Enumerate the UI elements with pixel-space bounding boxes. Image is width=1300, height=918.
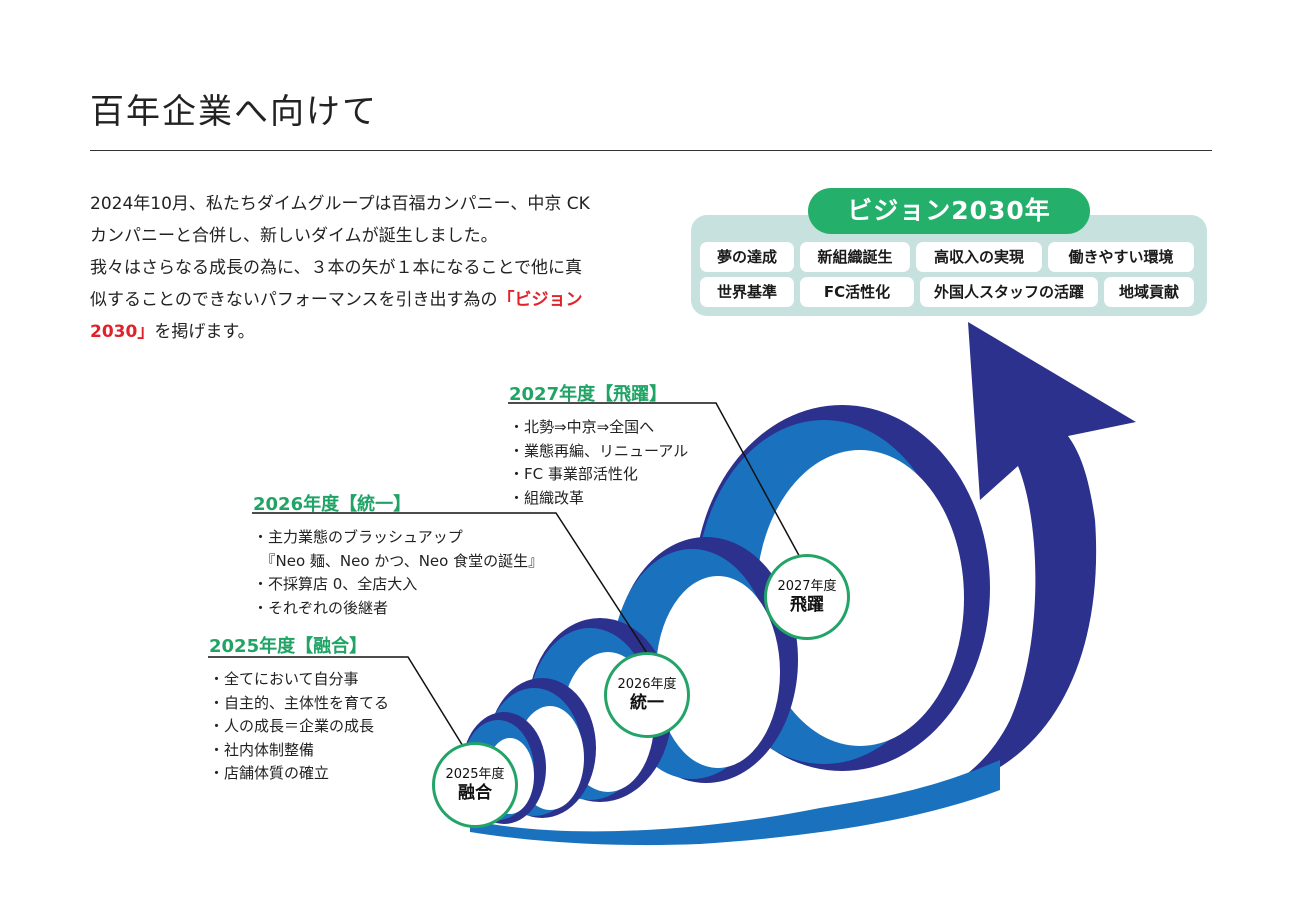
vision-goal: 働きやすい環境	[1048, 242, 1194, 272]
list-item: ・FC 事業部活性化	[509, 465, 638, 483]
intro-line-5: 2030」を掲げます。	[90, 316, 660, 348]
list-item: ・社内体制整備	[209, 740, 315, 759]
badge-2025-year: 2025年度	[445, 766, 505, 782]
list-item: ・北勢⇒中京⇒全国へ	[509, 418, 655, 436]
vision-title: ビジョン2030年	[808, 188, 1090, 234]
badge-2027: 2027年度 飛躍	[764, 554, 850, 640]
vision-goal: 外国人スタッフの活躍	[920, 277, 1098, 307]
list-item: ・自主的、主体性を育てる	[209, 693, 390, 712]
badge-2026: 2026年度 統一	[604, 652, 690, 738]
title-divider	[90, 150, 1212, 151]
badge-2026-name: 統一	[630, 692, 664, 713]
phase-2027-title: 2027年度【飛躍】	[509, 384, 668, 405]
list-item: 『Neo 麺、Neo かつ、Neo 食堂の誕生』	[253, 551, 544, 570]
list-item: ・組織改革	[509, 488, 585, 507]
list-item: ・業態再編、リニューアル	[509, 441, 689, 460]
badge-2025: 2025年度 融合	[432, 742, 518, 828]
leader-2025	[208, 656, 475, 765]
badge-2025-name: 融合	[458, 782, 492, 803]
phase-2026-list: ・主力業態のブラッシュアップ 『Neo 麺、Neo かつ、Neo 食堂の誕生』 …	[253, 526, 543, 620]
phase-2026: 2026年度【統一】 ・主力業態のブラッシュアップ 『Neo 麺、Neo かつ、…	[253, 490, 543, 620]
vision-goal: 高収入の実現	[916, 242, 1042, 272]
vision-goal: 世界基準	[700, 277, 794, 307]
leader-2027	[508, 402, 809, 573]
phase-2026-title: 2026年度【統一】	[253, 494, 412, 515]
loop-2027-inner	[756, 450, 964, 746]
list-item: ・店舗体質の確立	[209, 764, 330, 782]
intro-line-2: カンパニーと合併し、新しいダイムが誕生しました。	[90, 226, 498, 246]
intro-text: 2024年10月、私たちダイムグループは百福カンパニー、中京 CK カンパニーと…	[90, 188, 660, 348]
list-item: ・不採算店 0、全店大入	[253, 575, 418, 593]
arrow-body	[900, 322, 1136, 797]
vision-goal: FC活性化	[800, 277, 914, 307]
intro-line-3: 我々はさらなる成長の為に、３本の矢が１本になることで他に真	[90, 258, 582, 278]
vision-highlight-2: 2030」	[90, 322, 155, 342]
phase-2027-list: ・北勢⇒中京⇒全国へ ・業態再編、リニューアル ・FC 事業部活性化 ・組織改革	[509, 416, 688, 510]
loop-2026b-inner	[656, 576, 780, 768]
intro-line-1: 2024年10月、私たちダイムグループは百福カンパニー、中京 CK	[90, 194, 590, 214]
phase-2025: 2025年度【融合】 ・全てにおいて自分事 ・自主的、主体性を育てる ・人の成長…	[209, 632, 389, 786]
badge-2027-name: 飛躍	[790, 594, 824, 615]
intro-line-5-text: を掲げます。	[154, 322, 255, 342]
page-title: 百年企業へ向けて	[90, 92, 378, 132]
badge-2027-year: 2027年度	[777, 578, 837, 594]
list-item: ・人の成長＝企業の成長	[209, 717, 375, 735]
leader-2026	[252, 512, 659, 671]
intro-line-4-text: 似することのできないパフォーマンスを引き出す為の	[90, 290, 498, 310]
vision-goal: 地域貢献	[1104, 277, 1194, 307]
list-item: ・主力業態のブラッシュアップ	[253, 528, 463, 546]
vision-highlight-1: 「ビジョン	[497, 290, 583, 310]
phase-2025-list: ・全てにおいて自分事 ・自主的、主体性を育てる ・人の成長＝企業の成長 ・社内体…	[209, 668, 389, 786]
badge-2026-year: 2026年度	[617, 676, 677, 692]
ribbon-band	[470, 760, 1000, 846]
intro-line-4: 似することのできないパフォーマンスを引き出す為の「ビジョン	[90, 284, 660, 316]
phase-2025-title: 2025年度【融合】	[209, 636, 368, 657]
vision-goal: 新組織誕生	[800, 242, 910, 272]
list-item: ・全てにおいて自分事	[209, 670, 359, 688]
vision-goal: 夢の達成	[700, 242, 794, 272]
phase-2027: 2027年度【飛躍】 ・北勢⇒中京⇒全国へ ・業態再編、リニューアル ・FC 事…	[509, 380, 688, 510]
list-item: ・それぞれの後継者	[253, 598, 389, 617]
